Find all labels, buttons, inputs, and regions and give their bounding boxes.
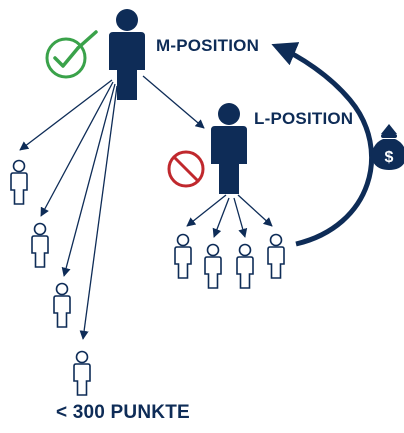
team-member-1 bbox=[10, 159, 28, 205]
arrow-to-member-2 bbox=[40, 81, 114, 217]
check-circle-icon bbox=[45, 30, 98, 79]
l-position-arrows bbox=[186, 194, 273, 238]
l-position-person bbox=[211, 103, 247, 194]
arrow-to-member-3 bbox=[61, 83, 116, 277]
arrow-to-l-member-2 bbox=[212, 197, 230, 238]
team-member-2 bbox=[31, 222, 49, 268]
l-team-members bbox=[174, 233, 285, 289]
arrow-to-l-member-1 bbox=[186, 194, 227, 227]
l-team-member-4 bbox=[267, 233, 285, 279]
arrow-to-member-4 bbox=[79, 85, 118, 340]
m-position-arrows bbox=[19, 75, 205, 340]
l-position-label: L-POSITION bbox=[254, 109, 354, 128]
arrow-to-member-1 bbox=[19, 79, 113, 151]
money-symbol: $ bbox=[385, 149, 394, 166]
arrow-to-l-member-4 bbox=[237, 194, 273, 227]
arrow-to-l-member-3 bbox=[233, 197, 248, 238]
l-team-member-2 bbox=[204, 243, 222, 289]
arrow-to-l-position bbox=[142, 75, 205, 129]
forbidden-sign-icon bbox=[167, 150, 205, 188]
team-member-3 bbox=[53, 282, 71, 328]
points-threshold-label: < 300 PUNKTE bbox=[56, 402, 190, 423]
l-team-member-3 bbox=[236, 243, 254, 289]
money-bag-icon: $ bbox=[371, 124, 404, 170]
team-member-4 bbox=[73, 350, 91, 396]
m-team-members bbox=[10, 159, 91, 396]
l-team-member-1 bbox=[174, 233, 192, 279]
m-position-label: M-POSITION bbox=[156, 36, 260, 55]
return-arrow bbox=[271, 42, 375, 247]
